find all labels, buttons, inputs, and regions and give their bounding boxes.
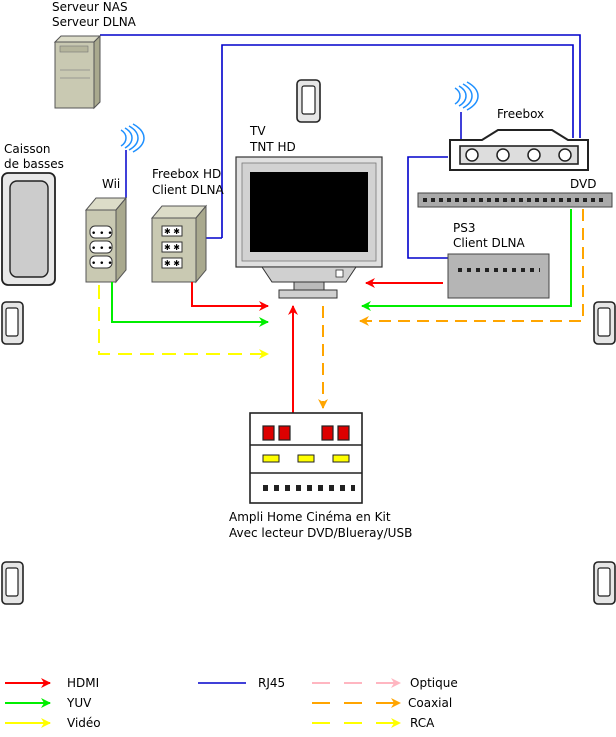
wii-label: Wii bbox=[102, 177, 120, 191]
speaker-rear-right bbox=[593, 561, 616, 605]
freebox-hd-label-1: Freebox HD bbox=[152, 167, 221, 181]
speaker-top-center bbox=[296, 79, 321, 123]
caisson-label-2: de basses bbox=[4, 157, 64, 171]
legend-item-rca: RCA bbox=[312, 716, 435, 730]
ps3-label-2: Client DLNA bbox=[453, 236, 525, 250]
svg-text:RJ45: RJ45 bbox=[258, 676, 285, 690]
wii-console: • • • • • • • • • bbox=[84, 196, 128, 284]
ampli-label-1: Ampli Home Cinéma en Kit bbox=[229, 510, 391, 524]
rj45-cables bbox=[100, 34, 581, 259]
freebox-label: Freebox bbox=[497, 107, 544, 121]
wifi-icon-wii bbox=[120, 123, 145, 198]
freebox-box bbox=[449, 129, 589, 171]
svg-text:HDMI: HDMI bbox=[67, 676, 99, 690]
freebox-hd-label-2: Client DLNA bbox=[152, 183, 224, 197]
svg-text:✱ ✱: ✱ ✱ bbox=[164, 227, 180, 236]
caisson-label-1: Caisson bbox=[4, 142, 51, 156]
legend-item-yuv: YUV bbox=[5, 696, 92, 710]
speaker-front-left bbox=[1, 301, 24, 345]
subwoofer bbox=[1, 172, 56, 286]
speaker-rear-left bbox=[1, 561, 24, 605]
ampli-label-2: Avec lecteur DVD/Blueray/USB bbox=[229, 526, 412, 540]
yuv-dvd-to-tv bbox=[361, 209, 572, 311]
legend-item-rj45: RJ45 bbox=[198, 676, 285, 690]
svg-text:• • •: • • • bbox=[91, 259, 113, 269]
rca-wii-to-tv bbox=[98, 285, 269, 359]
wifi-icon-freebox bbox=[454, 81, 479, 140]
legend: HDMI YUV Vidéo RJ45 Optique Coaxial RCA bbox=[5, 676, 458, 730]
legend-item-coaxial: Coaxial bbox=[312, 696, 452, 710]
dvd-label: DVD bbox=[570, 177, 596, 191]
freebox-hd-box: ✱ ✱ ✱ ✱ ✱ ✱ bbox=[150, 204, 208, 284]
amplifier bbox=[249, 412, 363, 504]
nas-server bbox=[53, 34, 102, 110]
legend-item-video: Vidéo bbox=[5, 716, 101, 730]
ps3-console bbox=[447, 253, 550, 299]
legend-item-hdmi: HDMI bbox=[5, 676, 99, 690]
yuv-wii-to-tv bbox=[111, 282, 269, 327]
ps3-label-1: PS3 bbox=[453, 221, 476, 235]
svg-text:Vidéo: Vidéo bbox=[67, 716, 101, 730]
speaker-front-right bbox=[593, 301, 616, 345]
tv bbox=[235, 156, 383, 299]
svg-text:RCA: RCA bbox=[410, 716, 435, 730]
svg-text:Optique: Optique bbox=[410, 676, 458, 690]
connections bbox=[98, 209, 584, 413]
tv-label-2: TNT HD bbox=[249, 140, 296, 154]
svg-text:✱ ✱: ✱ ✱ bbox=[164, 243, 180, 252]
legend-item-optique: Optique bbox=[312, 676, 458, 690]
nas-label-2: Serveur DLNA bbox=[52, 15, 137, 29]
svg-text:YUV: YUV bbox=[66, 696, 92, 710]
svg-text:• • •: • • • bbox=[91, 244, 113, 254]
svg-text:✱ ✱: ✱ ✱ bbox=[164, 259, 180, 268]
nas-label-1: Serveur NAS bbox=[52, 0, 128, 14]
svg-text:• • •: • • • bbox=[91, 229, 113, 239]
tv-label-1: TV bbox=[249, 124, 266, 138]
dvd-player bbox=[417, 192, 613, 208]
hdmi-freebox-hd-to-tv bbox=[191, 282, 269, 311]
svg-text:Coaxial: Coaxial bbox=[408, 696, 452, 710]
